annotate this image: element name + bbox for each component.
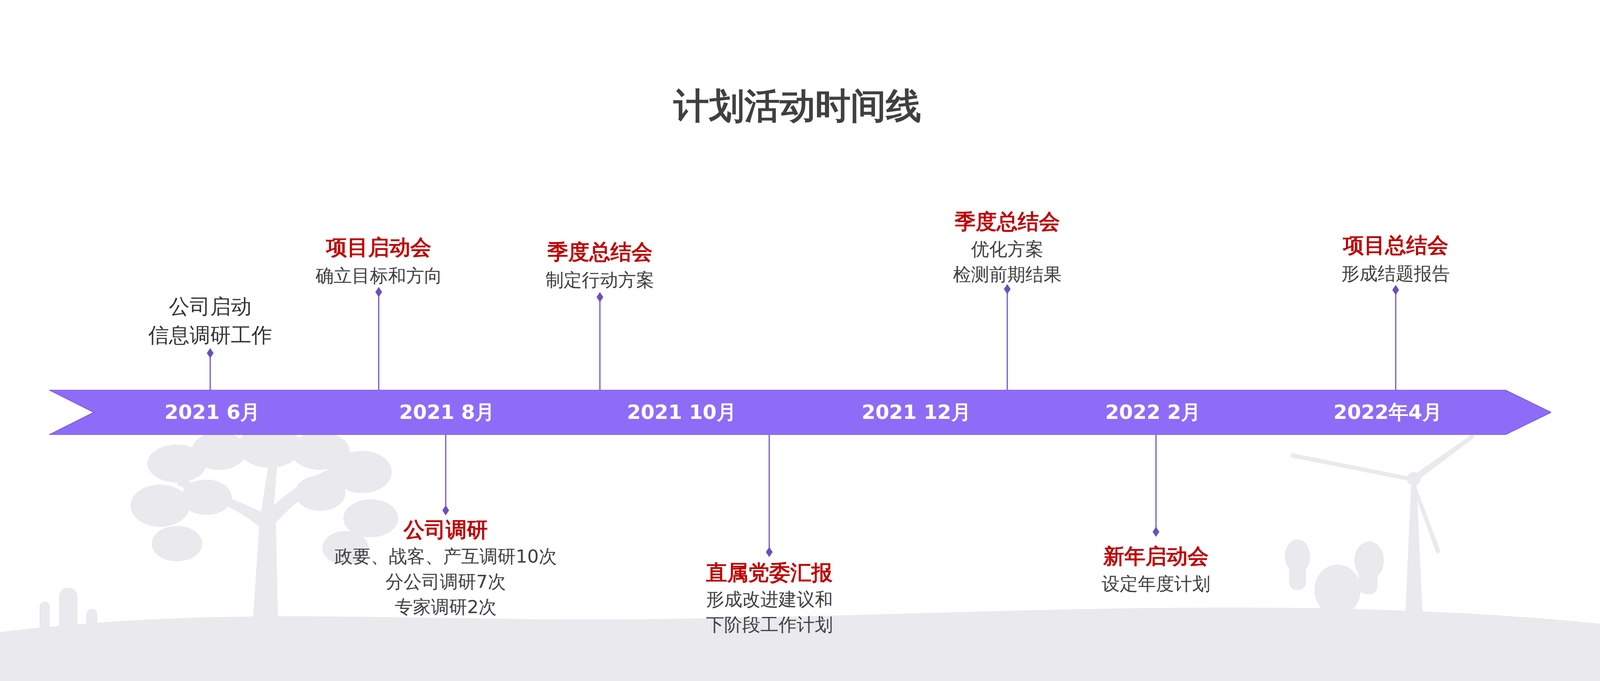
- band-arrow-shape: [48, 389, 1552, 435]
- event-note: 制定行动方案: [544, 267, 656, 293]
- event-title: 项目启动会: [326, 234, 432, 261]
- month-label: 2021 12月: [861, 398, 972, 426]
- diagram-title: 计划活动时间线: [673, 82, 922, 131]
- event-note: 确立目标和方向: [314, 262, 444, 289]
- event-title: 季度总结会: [954, 208, 1060, 235]
- event-note: 形成改进建议和 下阶段工作计划: [705, 586, 834, 637]
- event-note: 政要、战客、产互调研10次 分公司调研7次 专家调研2次: [333, 543, 558, 620]
- event-note: 优化方案 检测前期结果: [952, 236, 1063, 287]
- event-title: 季度总结会: [547, 238, 653, 265]
- event-note: 公司启动 信息调研工作: [147, 292, 273, 350]
- event-note: 形成结题报告: [1340, 260, 1451, 287]
- month-label: 2022年4月: [1333, 398, 1443, 426]
- event-title: 新年启动会: [1103, 543, 1209, 570]
- month-label: 2021 6月: [164, 398, 261, 426]
- event-note: 设定年度计划: [1100, 570, 1212, 597]
- event-title: 直属党委汇报: [706, 559, 833, 586]
- timeline-band: 2021 6月 2021 8月 2021 10月 2021 12月 2022 2月 202…: [48, 389, 1552, 435]
- month-label: 2021 10月: [626, 398, 737, 426]
- month-label: 2021 8月: [399, 398, 495, 426]
- month-label: 2022 2月: [1105, 398, 1202, 426]
- event-title: 公司调研: [403, 516, 488, 543]
- event-title: 项目总结会: [1343, 232, 1449, 259]
